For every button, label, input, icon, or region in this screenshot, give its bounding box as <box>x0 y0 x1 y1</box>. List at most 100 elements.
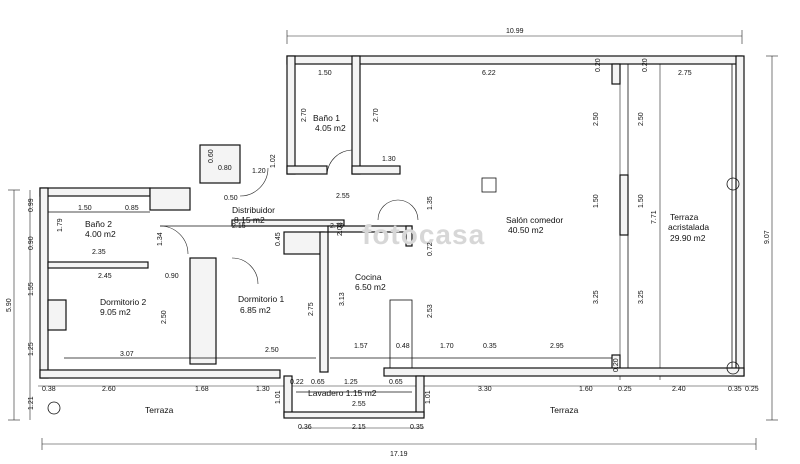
dim-label: 0.20 <box>595 58 602 72</box>
room-distribuidor-area: 8.15 m2 <box>234 215 265 225</box>
dim-label: 0.35 <box>483 343 497 350</box>
dim-label: 0.65 <box>311 379 325 386</box>
dim-label: 0.20 <box>613 358 620 372</box>
room-distribuidor-name: Distribuidor <box>232 205 275 215</box>
room-bano1-name: Baño 1 <box>313 113 340 123</box>
dim-label: 0.85 <box>125 205 139 212</box>
dim-label: 3.07 <box>120 351 134 358</box>
dim-label: 0.72 <box>427 242 434 256</box>
dim-label: 3.25 <box>638 290 645 304</box>
room-bano2-name: Baño 2 <box>85 219 112 229</box>
dim-label: 0.38 <box>42 386 56 393</box>
room-bano2-area: 4.00 m2 <box>85 229 116 239</box>
dim-label: 3.30 <box>478 386 492 393</box>
dim-label: 2.70 <box>330 223 344 230</box>
dim-label: 0.90 <box>165 273 179 280</box>
room-terraza-acr-name1: Terraza <box>670 212 699 222</box>
dim-label: 0.99 <box>28 198 35 212</box>
dim-label: 2.50 <box>593 112 600 126</box>
dim-label: 2.95 <box>550 343 564 350</box>
room-dormitorio1-area: 6.85 m2 <box>240 305 271 315</box>
room-lavadero: Lavadero 1.15 m2 <box>308 388 377 398</box>
dim-label: 2.75 <box>678 70 692 77</box>
dim-label: 0.50 <box>224 195 238 202</box>
dim-label: 6.22 <box>482 70 496 77</box>
dim-label: 1.30 <box>256 386 270 393</box>
dim-label: 2.15 <box>352 424 366 431</box>
dim-label: 0.20 <box>642 58 649 72</box>
walls <box>39 55 745 419</box>
room-terraza-right: Terraza <box>550 405 579 415</box>
dim-label: 2.50 <box>638 112 645 126</box>
dim-label: 0.65 <box>389 379 403 386</box>
room-cocina-area: 6.50 m2 <box>355 282 386 292</box>
room-dormitorio1-name: Dormitorio 1 <box>238 294 285 304</box>
dim-label: 2.45 <box>98 273 112 280</box>
dim-label: 2.53 <box>427 304 434 318</box>
dim-label: 1.02 <box>270 154 277 168</box>
dim-label: 1.68 <box>195 386 209 393</box>
dim-label: 1.30 <box>382 156 396 163</box>
room-terraza-acr-name2: acristalada <box>668 222 709 232</box>
dim-label: 3.13 <box>339 292 346 306</box>
dim-label: 1.70 <box>440 343 454 350</box>
door-swings <box>159 149 419 285</box>
dim-label: 0.60 <box>208 149 215 163</box>
room-salon-area: 40.50 m2 <box>508 225 544 235</box>
dim-label: 1.50 <box>318 70 332 77</box>
room-terraza-acr-area: 29.90 m2 <box>670 233 706 243</box>
dim-label: 1.25 <box>28 342 35 356</box>
room-salon-name: Salón comedor <box>506 215 563 225</box>
dim-label: 1.21 <box>28 396 35 410</box>
room-dormitorio2-name: Dormitorio 2 <box>100 297 147 307</box>
dim-label: 0.35 <box>728 386 742 393</box>
dim-label: 0.45 <box>275 232 282 246</box>
dim-label: 1.20 <box>252 168 266 175</box>
dim-label: 0.25 <box>745 386 759 393</box>
dim-label: 17.19 <box>390 451 408 458</box>
dim-label: 0.25 <box>618 386 632 393</box>
dim-label: 2.15 <box>232 223 246 230</box>
dim-label: 7.71 <box>651 210 658 224</box>
room-cocina-name: Cocina <box>355 272 382 282</box>
dim-label: 1.35 <box>427 196 434 210</box>
dim-label: 2.75 <box>308 302 315 316</box>
dim-label: 0.35 <box>410 424 424 431</box>
dim-label: 3.25 <box>593 290 600 304</box>
dim-label: 2.55 <box>352 401 366 408</box>
dim-label: 9.07 <box>764 230 771 244</box>
dim-label: 0.22 <box>290 379 304 386</box>
dim-label: 2.50 <box>161 310 168 324</box>
dimension-lines <box>8 30 778 450</box>
dim-label: 1.01 <box>425 390 432 404</box>
dimension-labels: 10.99 17.19 9.07 5.90 1.50 6.22 0.20 0.2… <box>6 28 771 458</box>
dim-label: 1.50 <box>593 194 600 208</box>
dim-label: 1.50 <box>78 205 92 212</box>
dim-label: 0.80 <box>218 165 232 172</box>
dim-label: 10.99 <box>506 28 524 35</box>
dim-label: 1.55 <box>28 282 35 296</box>
dim-label: 1.01 <box>275 390 282 404</box>
dim-label: 2.03 <box>337 222 344 236</box>
room-bano1-area: 4.05 m2 <box>315 123 346 133</box>
dim-label: 2.70 <box>373 108 380 122</box>
dim-label: 1.50 <box>638 194 645 208</box>
room-labels: Baño 1 4.05 m2 Baño 2 4.00 m2 Distribuid… <box>85 113 709 415</box>
dim-label: 1.60 <box>579 386 593 393</box>
watermark: fotocasa <box>362 219 485 250</box>
dim-label: 2.70 <box>301 108 308 122</box>
dim-label: 1.79 <box>57 218 64 232</box>
room-terraza-left: Terraza <box>145 405 174 415</box>
room-dormitorio2-area: 9.05 m2 <box>100 307 131 317</box>
dim-label: 2.35 <box>92 249 106 256</box>
dim-label: 0.36 <box>298 424 312 431</box>
dim-label: 2.50 <box>265 347 279 354</box>
dim-label: 2.40 <box>672 386 686 393</box>
dim-label: 1.34 <box>157 232 164 246</box>
dim-label: 2.60 <box>102 386 116 393</box>
dim-label: 1.25 <box>344 379 358 386</box>
dim-label: 0.90 <box>28 236 35 250</box>
dim-label: 0.48 <box>396 343 410 350</box>
dim-label: 5.90 <box>6 298 13 312</box>
dim-label: 1.57 <box>354 343 368 350</box>
